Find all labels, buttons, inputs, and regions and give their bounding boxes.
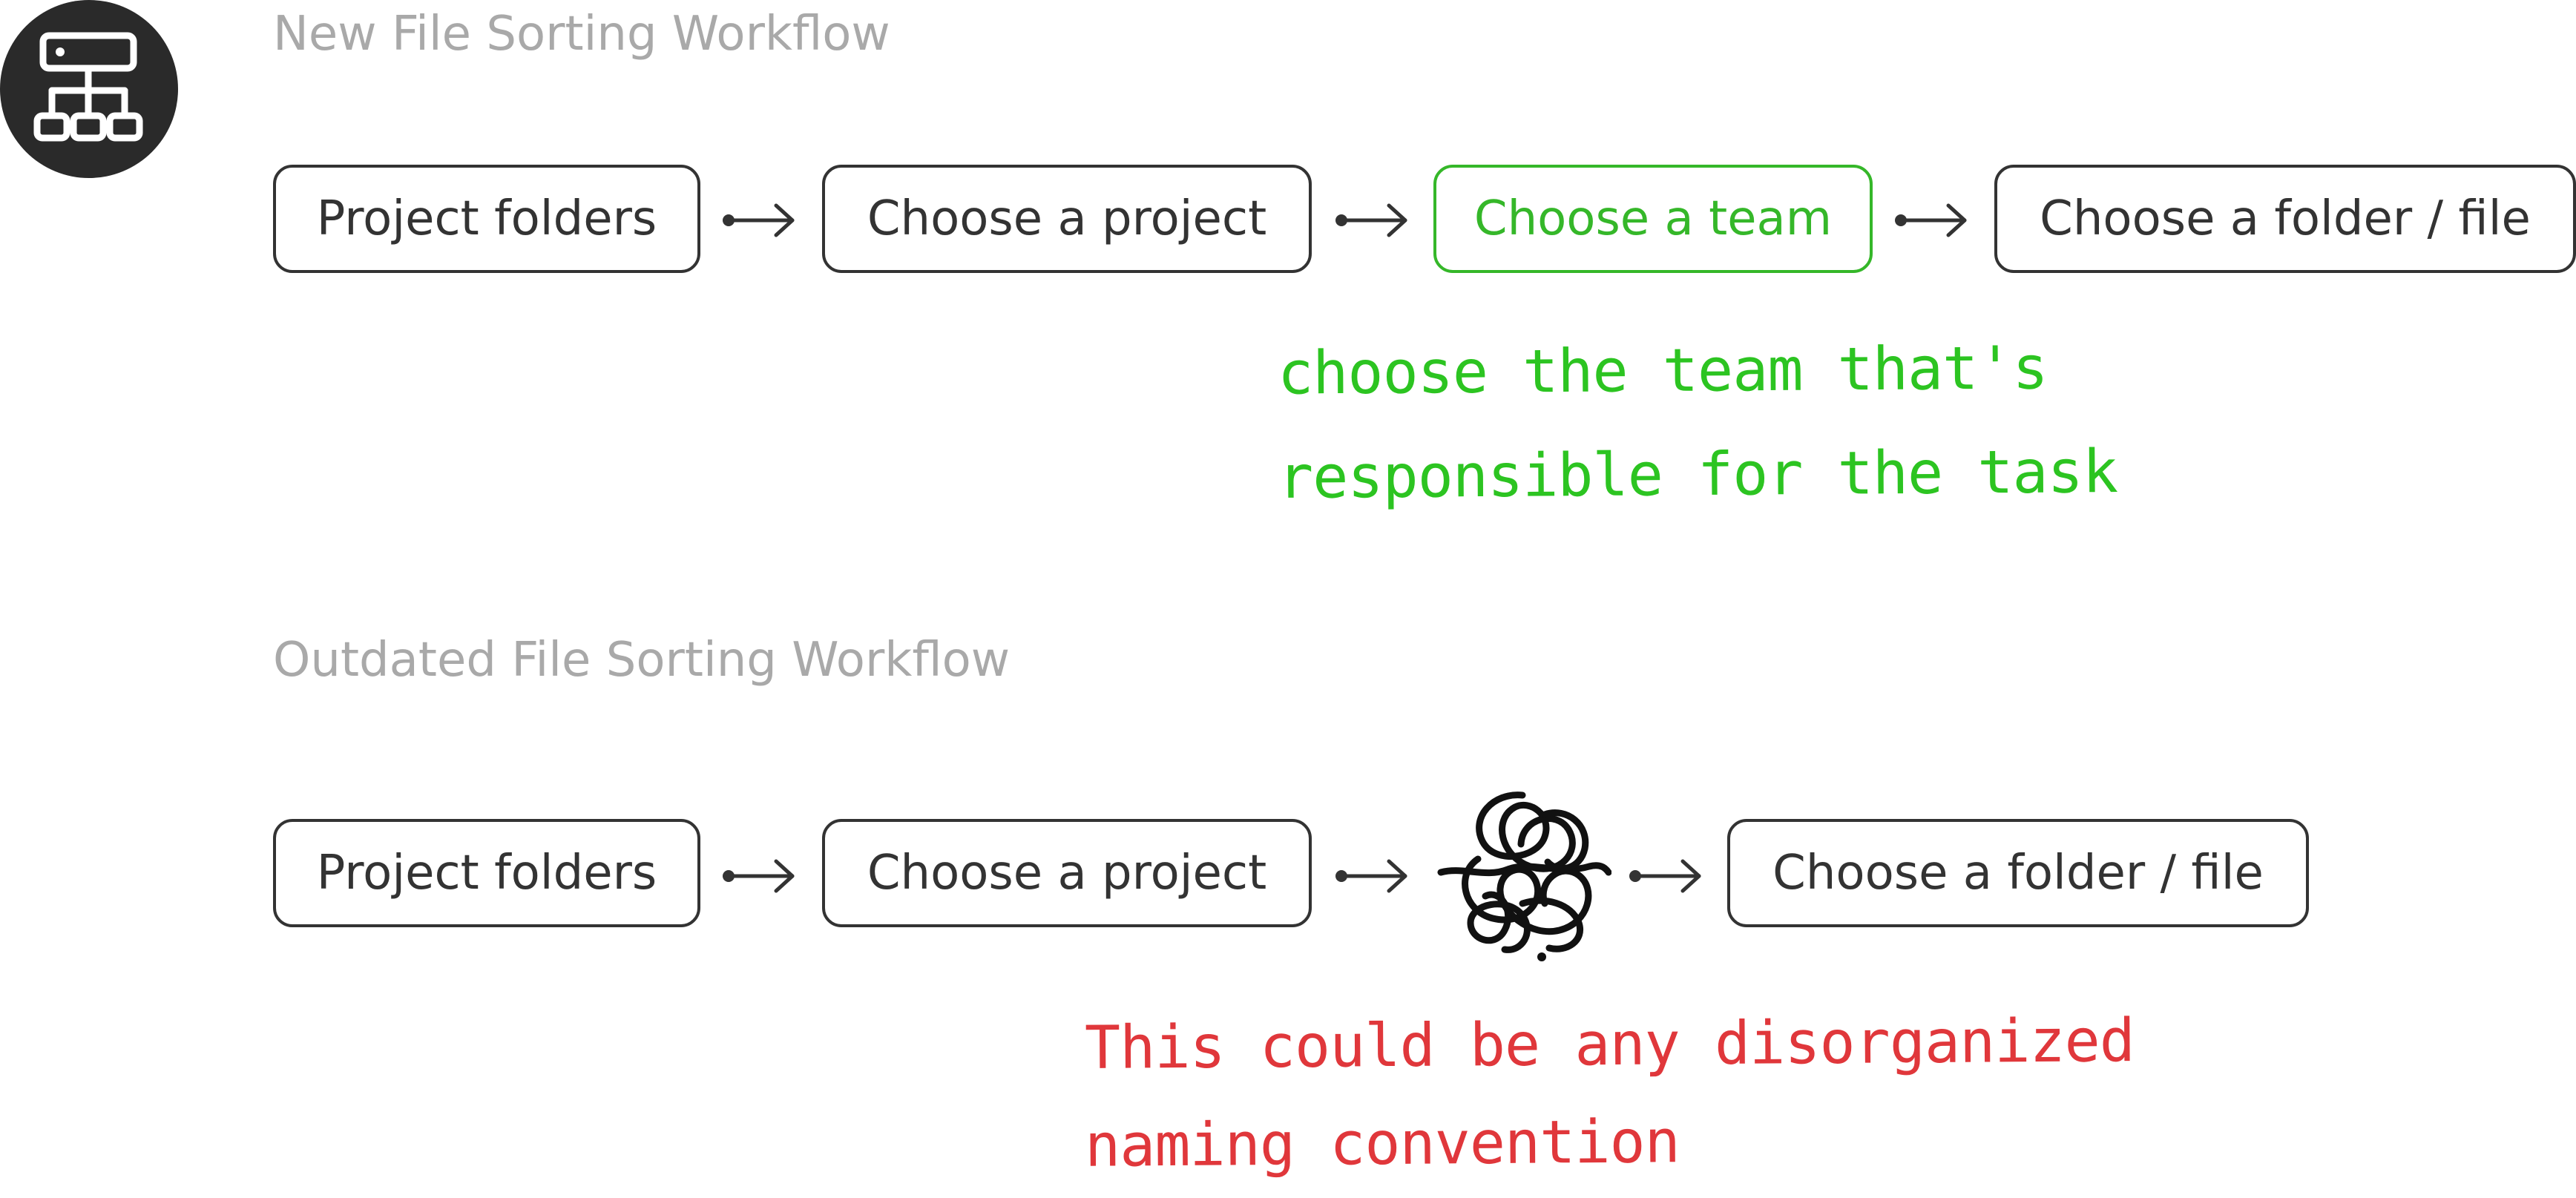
arrow-right-icon (723, 203, 795, 237)
new-workflow-note-line-1: choose the team that's (1277, 333, 2048, 408)
new-step-project-folders: Project folders (273, 165, 700, 273)
sitemap-logo (0, 0, 178, 178)
new-workflow-note-line-2: responsible for the task (1277, 437, 2118, 512)
arrow-right-icon (723, 859, 795, 893)
new-step-choose-team: Choose a team (1433, 165, 1873, 273)
outdated-workflow-title: Outdated File Sorting Workflow (273, 633, 1011, 688)
arrow-right-icon (1335, 203, 1407, 237)
sitemap-icon (33, 32, 143, 142)
new-step-choose-folder-file: Choose a folder / file (1994, 165, 2576, 273)
outdated-step-project-folders: Project folders (273, 819, 700, 927)
new-workflow-title: New File Sorting Workflow (273, 7, 890, 62)
arrow-right-icon (1629, 859, 1701, 893)
outdated-workflow-note-line-1: This could be any disorganized (1084, 1006, 2135, 1082)
outdated-step-choose-folder-file: Choose a folder / file (1727, 819, 2309, 927)
arrow-right-icon (1335, 859, 1407, 893)
new-step-choose-project: Choose a project (822, 165, 1312, 273)
outdated-step-choose-project: Choose a project (822, 819, 1312, 927)
tangled-scribble-icon (1437, 791, 1611, 961)
arrow-right-icon (1895, 203, 1967, 237)
outdated-workflow-note-line-2: naming convention (1084, 1107, 1680, 1180)
